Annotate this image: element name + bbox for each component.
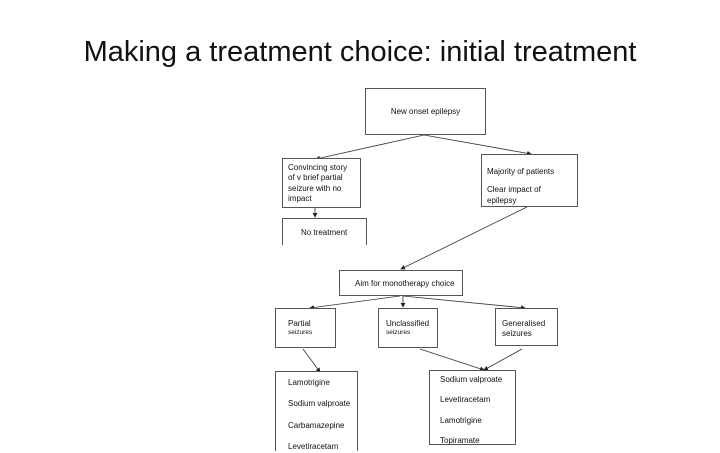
arrow	[483, 348, 523, 371]
node-partial-drugs: Lamotrigine Sodium valproate Carbamazepi…	[275, 371, 358, 451]
node-general-drugs: Sodium valproate Levetiracetam Lamotrigi…	[429, 370, 516, 445]
arrow	[309, 295, 401, 310]
generalised-label: Generalised	[502, 319, 546, 328]
drug-item: Lamotrigine	[440, 415, 482, 425]
arrow	[302, 348, 321, 373]
node-majority: Majority of patients Clear impact of epi…	[481, 154, 578, 207]
node-no-treatment: No treatment	[282, 218, 367, 245]
generalised-sub: seizures	[502, 329, 532, 339]
drug-item: Lamotrigine	[288, 378, 330, 387]
drug-item: Levetiracetam	[288, 442, 339, 452]
majority-text: Majority of patients	[487, 167, 555, 176]
unclassified-label: Unclassified	[386, 319, 430, 328]
partial-label: Partial	[288, 319, 311, 328]
partial-sub: seizures	[288, 329, 313, 337]
arrow	[400, 206, 528, 270]
node-new-onset: New onset epilepsy	[365, 88, 486, 135]
clear-impact-text: Clear impact of epilepsy	[487, 185, 541, 205]
slide-title: Making a treatment choice: initial treat…	[83, 36, 637, 68]
unclassified-sub: seizures	[386, 329, 411, 337]
arrow	[402, 295, 526, 310]
node-aim: Aim for monotherapy choice	[339, 270, 463, 296]
drug-item: Carbamazepine	[288, 420, 345, 430]
arrow	[419, 348, 485, 372]
arrow	[315, 134, 425, 161]
node-convincing: Convincing story of v brief partial seiz…	[282, 158, 361, 208]
arrow	[423, 134, 532, 156]
drug-item: Levetiracetam	[440, 395, 491, 405]
drug-item: Sodium valproate	[288, 399, 351, 409]
drug-item: Sodium valproate	[440, 375, 503, 384]
drug-item: Topiramate	[440, 436, 480, 446]
